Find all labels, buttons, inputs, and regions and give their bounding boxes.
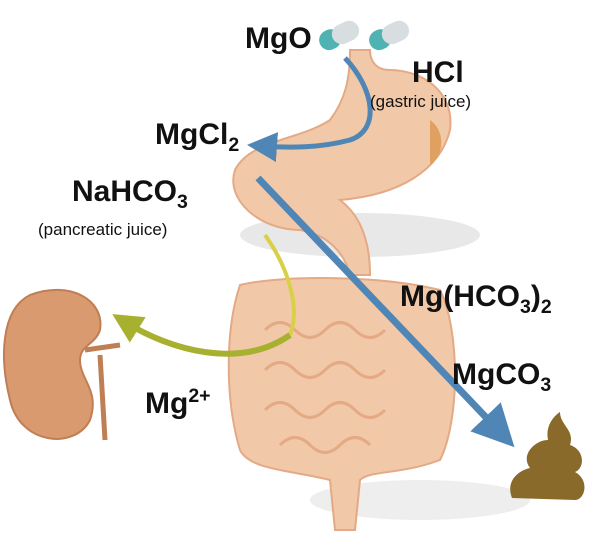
label-mgcl2: MgCl2 (155, 118, 239, 157)
formula-text: NaHCO (72, 175, 178, 208)
stool-icon (510, 412, 585, 500)
formula-text: ) (530, 280, 541, 313)
label-hcl: HCl (412, 56, 464, 89)
formula-subscript: 3 (519, 296, 531, 318)
label-mg-ion: Mg2+ (145, 385, 211, 421)
pill-icon (319, 20, 360, 51)
shadow (310, 480, 530, 520)
formula-superscript: 2+ (188, 385, 211, 407)
formula-text: Mg (145, 387, 189, 420)
label-pancreatic-juice: (pancreatic juice) (38, 220, 168, 239)
label-mghco3-2: Mg(HCO3)2 (400, 280, 552, 319)
mg-ion-to-kidney-arrow (112, 314, 292, 357)
mgo-to-mgcl2-arrow (247, 56, 373, 163)
nahco3-line (263, 233, 296, 336)
formula-text: MgCO (452, 358, 541, 391)
stomach (232, 49, 452, 276)
formula-text: MgCl (155, 118, 229, 151)
formula-text: Mg(HCO (400, 280, 520, 313)
label-gastric-juice: (gastric juice) (370, 92, 472, 111)
label-mgco3: MgCO3 (452, 358, 551, 397)
formula-subscript: 3 (177, 191, 188, 213)
label-mgo: MgO (245, 22, 312, 55)
mghco3-to-mgco3-arrow (255, 175, 515, 448)
formula-subscript: 2 (540, 296, 552, 318)
label-nahco3: NaHCO3 (72, 175, 188, 214)
formula-subscript: 3 (540, 374, 552, 396)
kidney-icon (3, 289, 121, 441)
formula-subscript: 2 (228, 134, 240, 156)
pill-icon (369, 20, 410, 51)
